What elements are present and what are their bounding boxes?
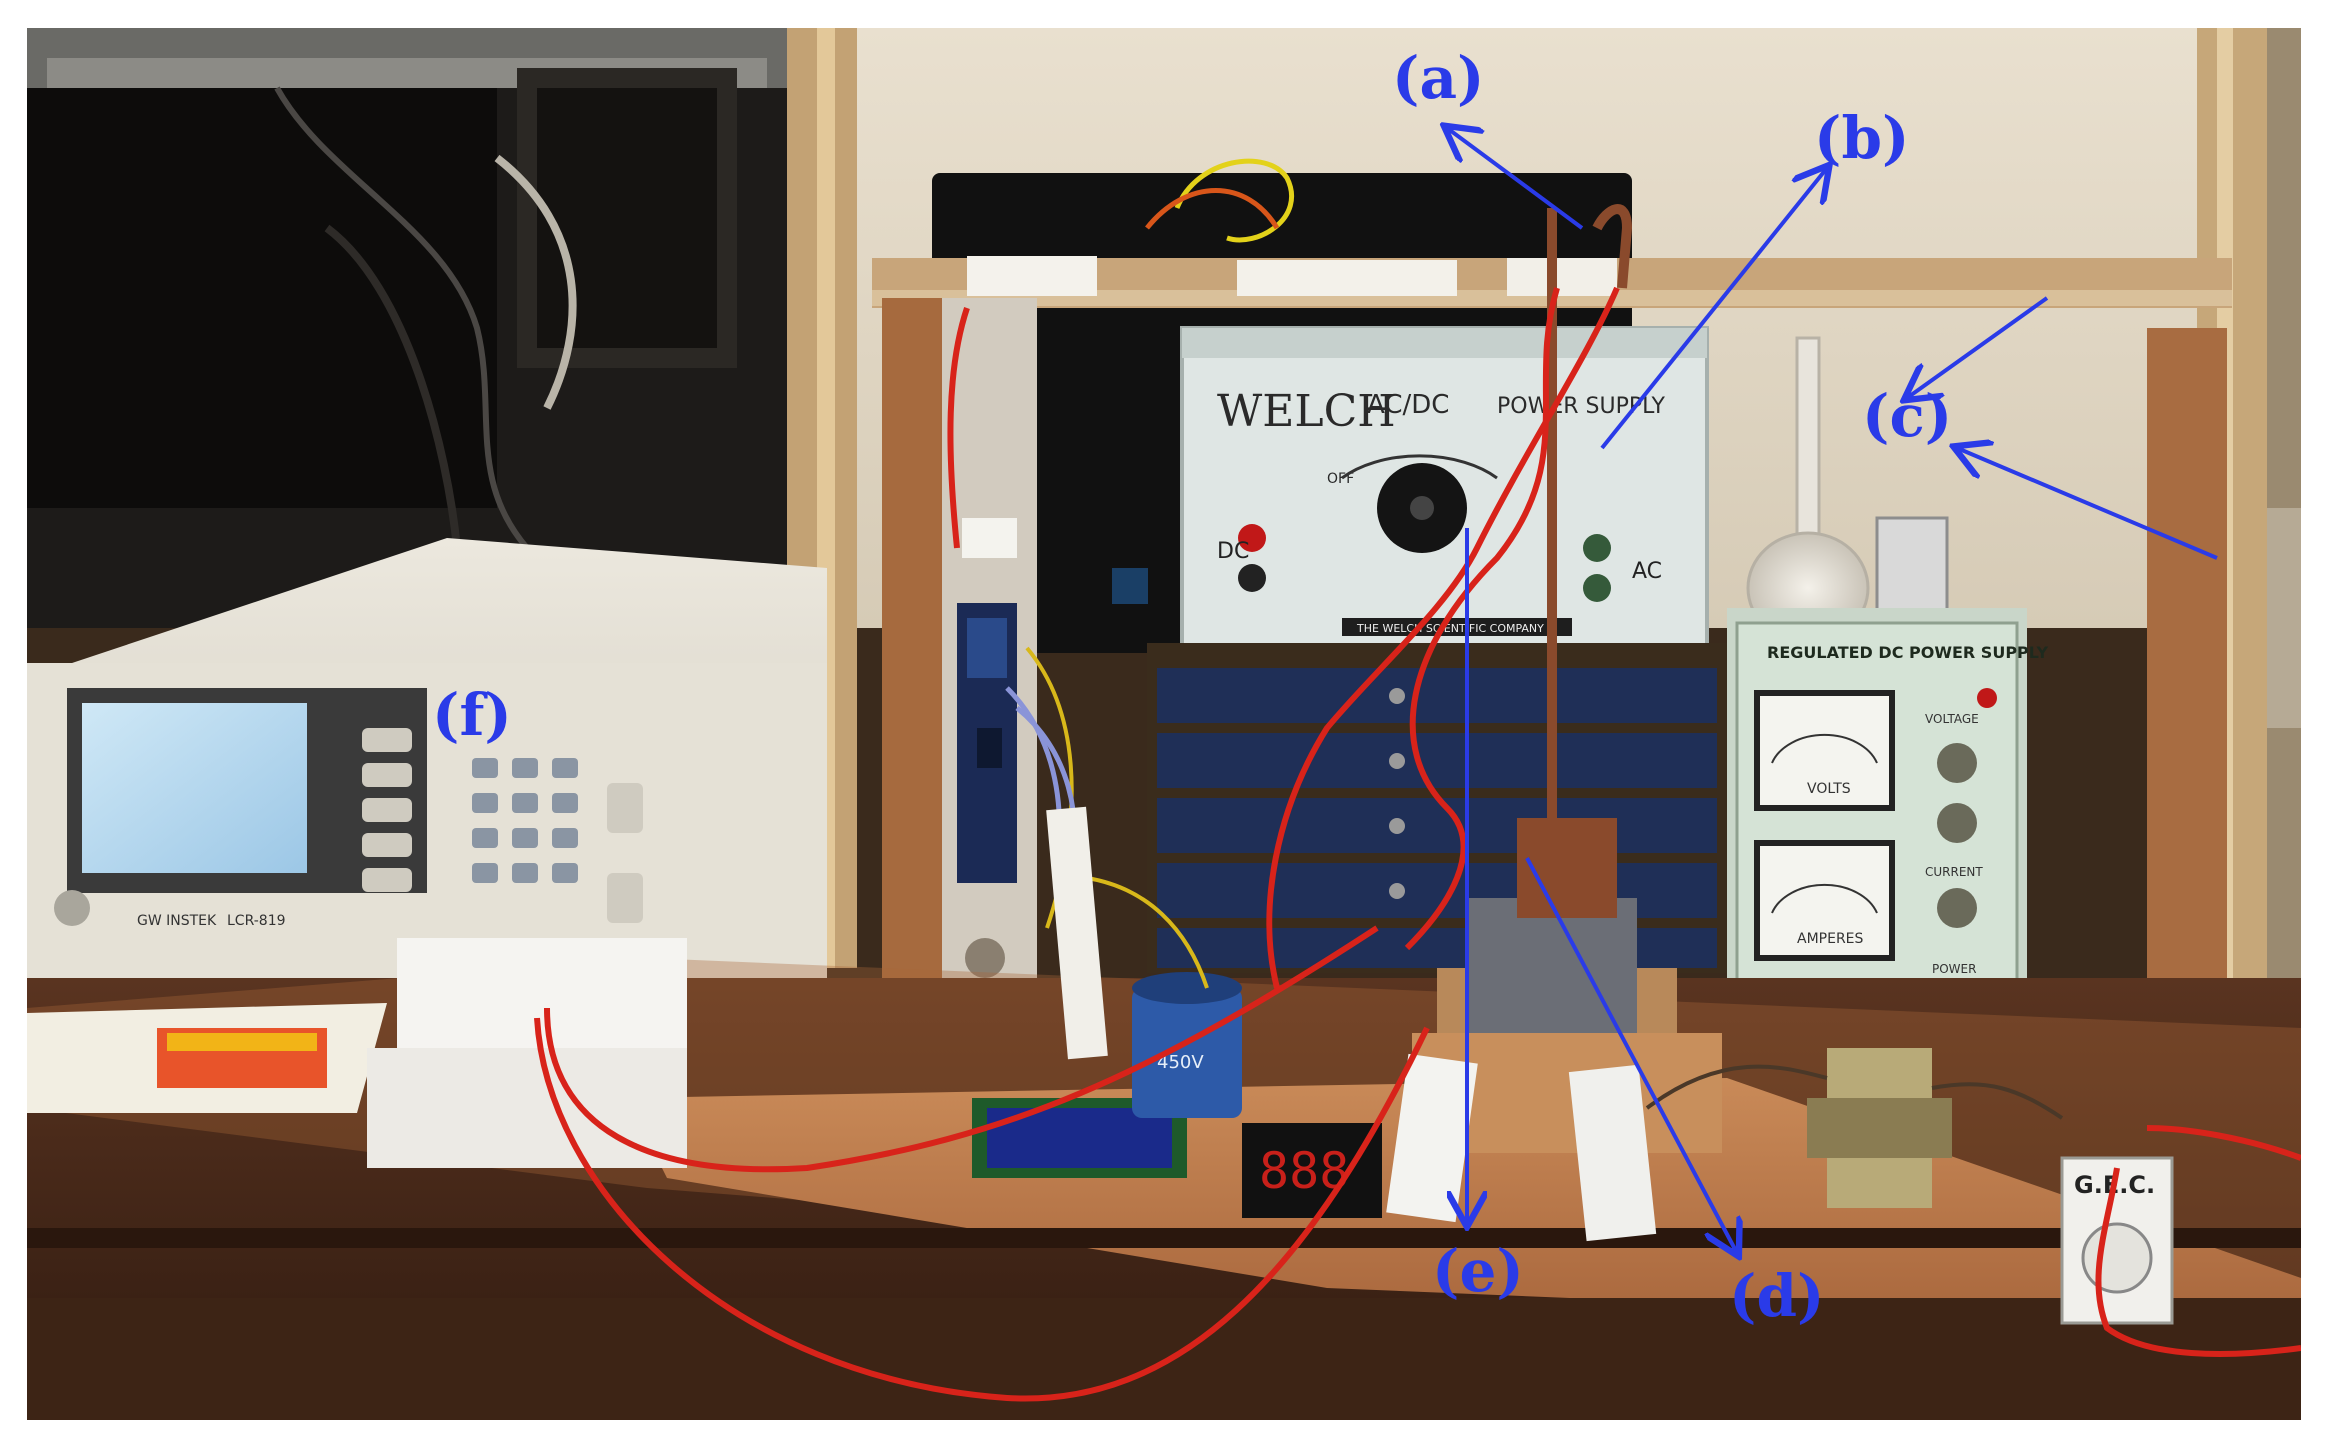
computer-monitor-left — [27, 88, 497, 508]
amperes-label: AMPERES — [1797, 931, 1864, 947]
ac-terminal-2 — [1583, 574, 1611, 602]
annotation-arrows — [1447, 128, 2218, 1253]
lcr-display — [82, 703, 307, 873]
label-d: (d) — [1729, 1262, 1824, 1330]
label-c: (c) — [1862, 382, 1952, 450]
photo-scene: WELCH AC/DC POWER SUPPLY OFF DC AC THE W… — [27, 28, 2301, 1420]
welch-footer-label: THE WELCH SCIENTIFIC COMPANY — [1356, 622, 1544, 635]
current-knob-label: CURRENT — [1925, 865, 1983, 879]
ac-terminal-1 — [1583, 534, 1611, 562]
lcd-module — [972, 1098, 1187, 1178]
transformer — [1807, 1048, 1952, 1208]
label-e: (e) — [1432, 1237, 1524, 1305]
lcr-model-label: LCR-819 — [227, 913, 286, 929]
label-f: (f) — [432, 681, 512, 749]
lcr-meter: GW INSTEK LCR-819 — [27, 538, 827, 983]
dc-terminal-red — [1238, 524, 1266, 552]
led-display: 888 — [1242, 1123, 1382, 1218]
foam-block-top — [397, 938, 687, 1048]
red-wires — [534, 286, 2301, 1402]
regulated-dc-power-supply: REGULATED DC POWER SUPPLY VOLTS AMPERES … — [1727, 516, 2048, 1028]
photograph: WELCH AC/DC POWER SUPPLY OFF DC AC THE W… — [27, 28, 2301, 1420]
drawer-stack — [1147, 643, 1727, 973]
lcr-brand-label: GW INSTEK — [137, 913, 217, 929]
voltage-knob-label: VOLTAGE — [1925, 712, 1979, 726]
label-b: (b) — [1814, 104, 1909, 172]
welch-ac-label: AC — [1632, 559, 1662, 584]
label-a: (a) — [1392, 44, 1484, 112]
welch-brand-label: WELCH — [1217, 386, 1396, 437]
power-label: POWER — [1932, 962, 1976, 976]
volts-label: VOLTS — [1807, 781, 1851, 797]
gec-dimmer: G.E.C. — [2060, 1156, 2174, 1325]
capacitor: 450V — [1132, 972, 1242, 1118]
dc-terminal-black — [1238, 564, 1266, 592]
welch-acdc-label: AC/DC — [1367, 390, 1449, 420]
welch-dc-label: DC — [1217, 539, 1249, 564]
capacitor-label: 450V — [1157, 1052, 1204, 1073]
dc-supply-title: REGULATED DC POWER SUPPLY — [1767, 643, 2048, 662]
probe-rod — [1547, 208, 1557, 838]
